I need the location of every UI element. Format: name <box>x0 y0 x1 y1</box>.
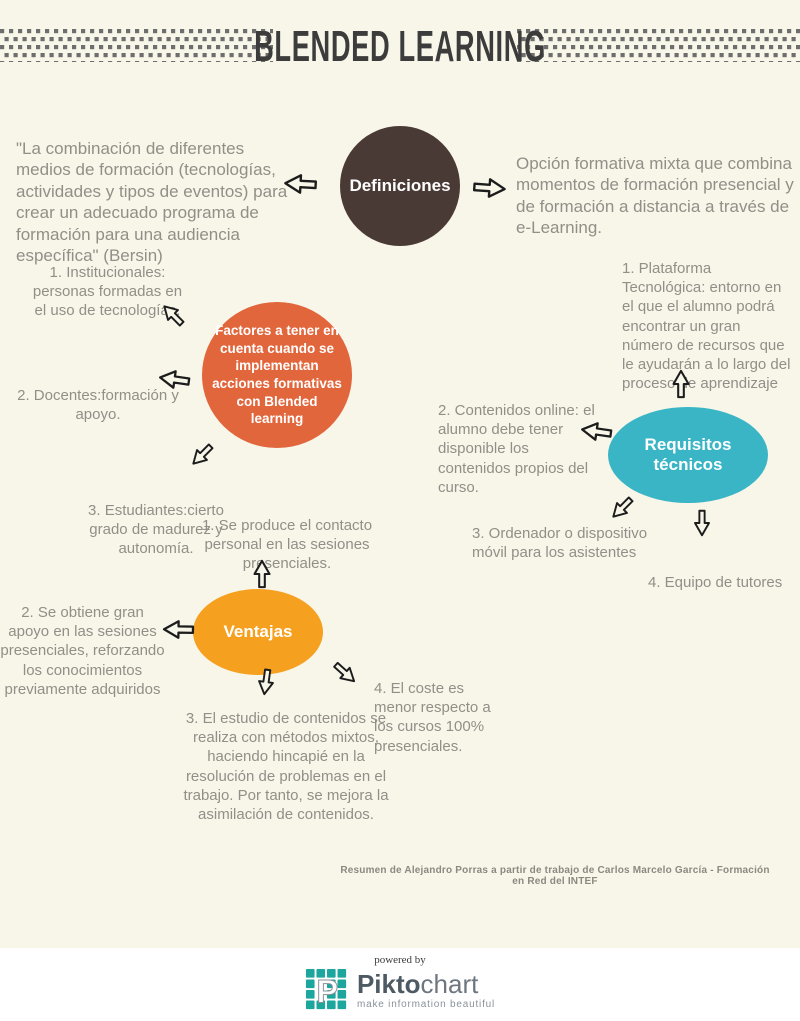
factors-circle-label: Factores a tener en cuenta cuando se imp… <box>212 323 342 427</box>
piktochart-logo-link[interactable]: P Piktochart make information beautiful <box>305 968 495 1012</box>
arrow-left-icon <box>162 617 195 643</box>
credit-line: Resumen de Alejandro Porras a partir de … <box>340 865 770 887</box>
advantage-item-3: 3. El estudio de contenidos se realiza c… <box>183 710 389 823</box>
powered-by-label: powered by <box>374 954 426 966</box>
arrow-right-icon <box>471 174 508 202</box>
factors-circle: Factores a tener en cuenta cuando se imp… <box>202 302 352 448</box>
factor-item-1: 1. Institucionales: personas formadas en… <box>32 264 183 320</box>
arrow-up-icon <box>249 559 275 589</box>
requirements-circle: Requisitos técnicos <box>608 407 768 503</box>
halftone-pattern-left-icon <box>0 29 273 62</box>
advantage-item-1: 1. Se produce el contacto personal en la… <box>201 517 373 573</box>
definitions-circle: Definiciones <box>340 126 460 246</box>
brand-tagline: make information beautiful <box>356 998 496 1010</box>
arrow-down-left-icon <box>604 490 639 525</box>
requirements-circle-label: Requisitos técnicos <box>644 435 732 474</box>
footer: powered by <box>0 948 800 1021</box>
page-title: BLENDED LEARNING <box>254 22 546 71</box>
arrow-down-right-icon <box>327 655 364 692</box>
arrow-down-left-icon <box>184 437 219 472</box>
svg-text:P: P <box>316 973 338 1009</box>
requirement-item-4: 4. Equipo de tutores <box>648 574 783 591</box>
advantages-circle: Ventajas <box>193 589 323 675</box>
definition-text-right: Opción formativa mixta que combina momen… <box>516 154 794 238</box>
arrow-down-icon <box>251 666 281 697</box>
definitions-circle-label: Definiciones <box>349 176 451 195</box>
factor-item-3: 3. Estudiantes:cierto grado de madurez y… <box>88 502 224 558</box>
requirement-item-3: 3. Ordenador o dispositivo móvil para lo… <box>472 525 648 562</box>
brand-name-bold: Pikto <box>356 968 421 999</box>
arrow-left-icon <box>156 365 192 394</box>
definition-quote-left: "La combinación de diferentes medios de … <box>16 139 288 266</box>
piktochart-logo-icon: P <box>305 968 347 1010</box>
advantage-item-2: 2. Se obtiene gran apoyo en las sesiones… <box>0 604 165 698</box>
arrow-down-icon <box>690 509 714 537</box>
factor-item-2: 2. Docentes:formación y apoyo. <box>17 387 179 424</box>
arrow-left-icon <box>282 170 318 198</box>
requirement-item-1: 1. Plataforma Tecnológica: entorno en el… <box>622 260 791 393</box>
requirement-item-2: 2. Contenidos online: el alumno debe ten… <box>438 402 595 496</box>
advantages-circle-label: Ventajas <box>223 622 293 641</box>
arrow-up-icon <box>669 369 693 399</box>
brand-name-light: chart <box>420 968 479 999</box>
halftone-pattern-right-icon <box>517 29 800 62</box>
advantage-item-4: 4. El coste es menor respecto a los curs… <box>374 680 491 755</box>
